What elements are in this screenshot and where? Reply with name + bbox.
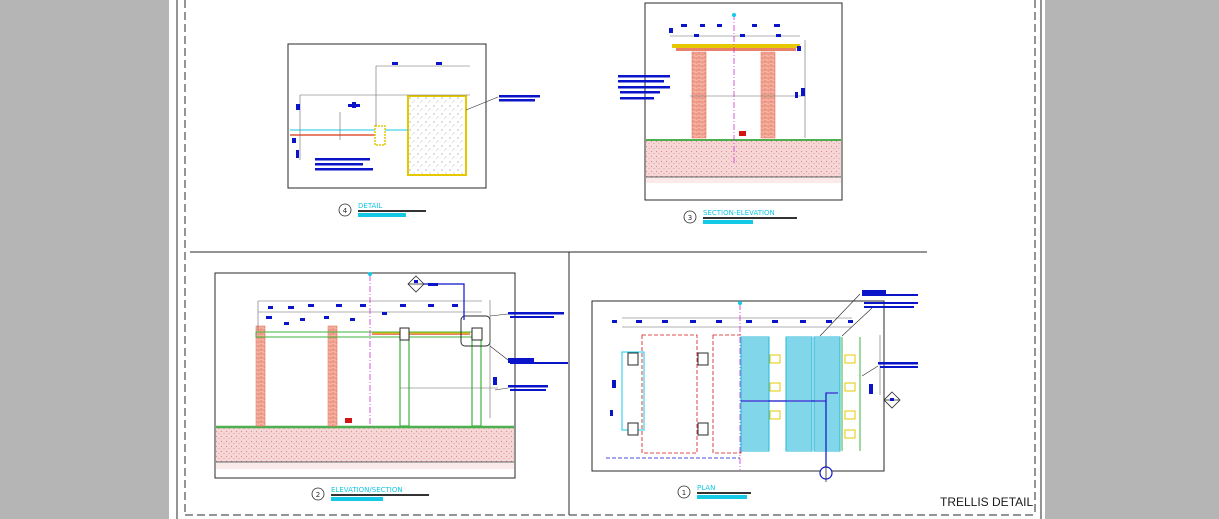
view-section-elevation[interactable]: 3 SECTION-ELEVATION: [618, 2, 843, 224]
drawing-sheet: 4 DETAIL: [169, 0, 1045, 519]
elevation-section-view-title: ELEVATION/SECTION: [331, 486, 403, 494]
left-gutter: [0, 0, 169, 519]
plan-view-number: 1: [682, 489, 686, 497]
plan-view-title: PLAN: [697, 484, 715, 492]
detail-view-title: DETAIL: [358, 202, 382, 210]
detail-view-number: 4: [343, 207, 348, 215]
section-elevation-view-title: SECTION-ELEVATION: [703, 209, 775, 217]
drawing-canvas: 4 DETAIL: [176, 0, 1042, 519]
view-plan[interactable]: 1 PLAN: [591, 290, 918, 499]
section-elevation-view-number: 3: [688, 214, 692, 222]
sheet-title: TRELLIS DETAIL: [940, 495, 1033, 509]
view-detail[interactable]: 4 DETAIL: [287, 43, 540, 217]
sheet-border: [176, 0, 1042, 519]
elevation-section-view-number: 2: [316, 491, 320, 499]
right-gutter: [1045, 0, 1219, 519]
view-elevation-section[interactable]: 2 ELEVATION/SECTION: [214, 272, 568, 501]
